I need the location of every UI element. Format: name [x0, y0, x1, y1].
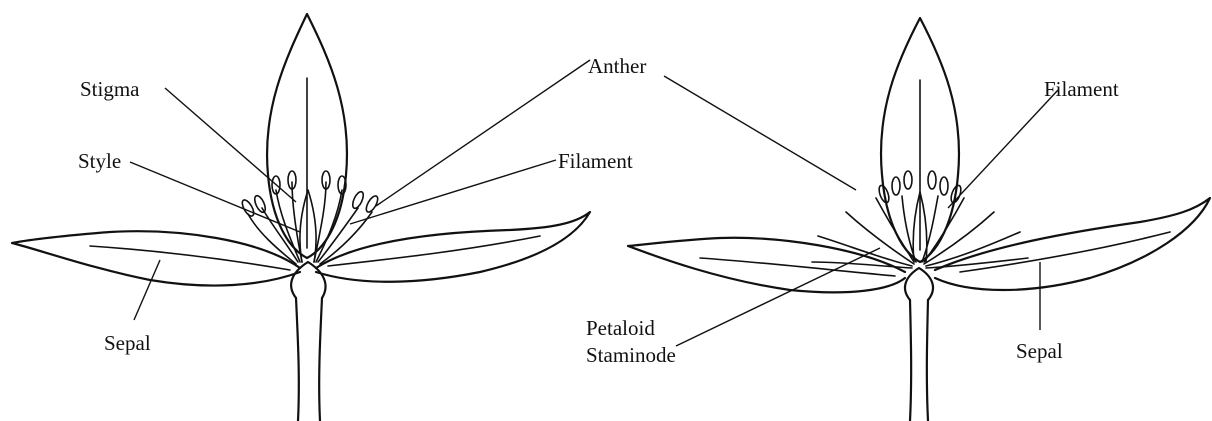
- label-filament-right: Filament: [1044, 77, 1119, 101]
- left-sepal-right: [314, 210, 592, 283]
- right-sepal-right: [933, 196, 1212, 292]
- right-sepal-left-vein: [699, 257, 896, 277]
- label-filament-left: Filament: [558, 149, 633, 173]
- left-pistil: [299, 189, 317, 263]
- label-petaloid-line1: Petaloid: [586, 316, 655, 340]
- left-sepal-left: [10, 230, 302, 287]
- right-stem: [908, 298, 930, 421]
- right-flower: [626, 16, 1212, 421]
- leader-petaloid: [675, 247, 881, 347]
- label-style: Style: [78, 149, 121, 173]
- left-sepal-right-vein: [327, 235, 541, 267]
- leader-stigma: [164, 87, 297, 203]
- leader-anther-right: [663, 75, 857, 191]
- right-stamens: [878, 170, 962, 263]
- leader-lines: [129, 59, 1059, 347]
- leader-style: [129, 161, 301, 233]
- right-receptacle: [903, 266, 935, 302]
- leader-filament-left: [349, 159, 557, 225]
- left-sepal-upper: [266, 12, 349, 260]
- leader-filament-right: [947, 89, 1059, 209]
- right-sepal-left: [626, 236, 907, 294]
- label-petaloid-line2: Staminode: [586, 343, 676, 367]
- label-anther: Anther: [588, 54, 646, 78]
- right-sepal-upper: [879, 16, 961, 264]
- left-stem: [294, 296, 324, 421]
- left-receptacle: [290, 260, 327, 300]
- left-flower: [10, 12, 592, 421]
- leader-sepal-left: [133, 259, 161, 321]
- label-stigma: Stigma: [80, 77, 140, 101]
- label-sepal-right: Sepal: [1016, 339, 1063, 363]
- leader-anther-left: [375, 59, 591, 207]
- label-sepal-left: Sepal: [104, 331, 151, 355]
- left-stamens: [241, 170, 379, 265]
- right-sepal-right-vein: [959, 231, 1171, 273]
- right-staminodes: [811, 195, 1029, 269]
- left-sepal-left-vein: [89, 245, 291, 271]
- labels: Stigma Style Sepal Anther Filament Filam…: [78, 54, 1119, 367]
